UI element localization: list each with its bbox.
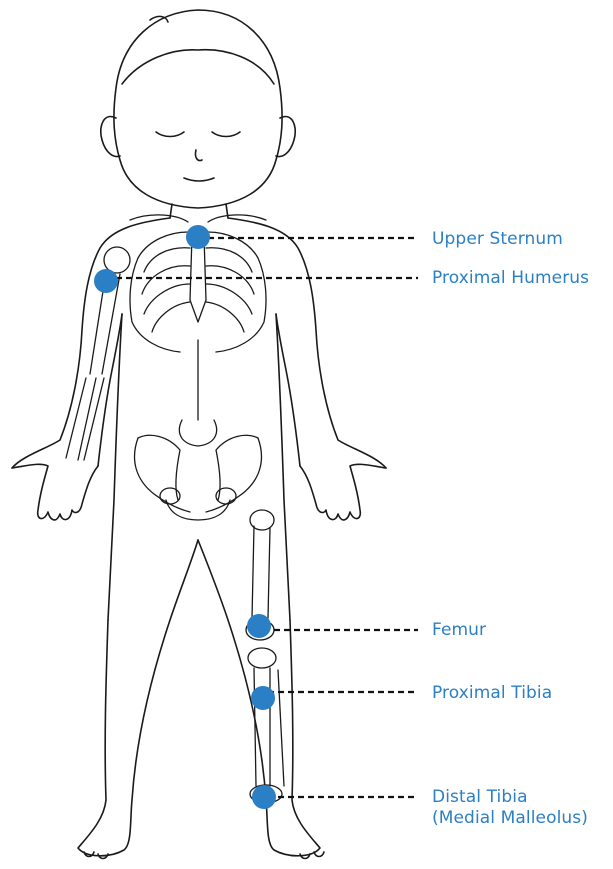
label-femur: Femur [432,620,486,640]
leg-bones [246,510,284,803]
marker-upper-sternum [186,225,210,249]
marker-femur [247,614,271,638]
label-proximal-humerus: Proximal Humerus [432,268,589,288]
label-distal-tibia-subtitle: (Medial Malleolus) [432,808,588,828]
label-distal-tibia: Distal Tibia [432,787,528,807]
body-outline [12,10,386,859]
marker-proximal-tibia [251,686,275,710]
marker-proximal-humerus [94,269,118,293]
label-proximal-tibia: Proximal Tibia [432,683,552,703]
label-upper-sternum: Upper Sternum [432,229,563,249]
pelvis [135,420,262,520]
marker-distal-tibia [252,785,276,809]
